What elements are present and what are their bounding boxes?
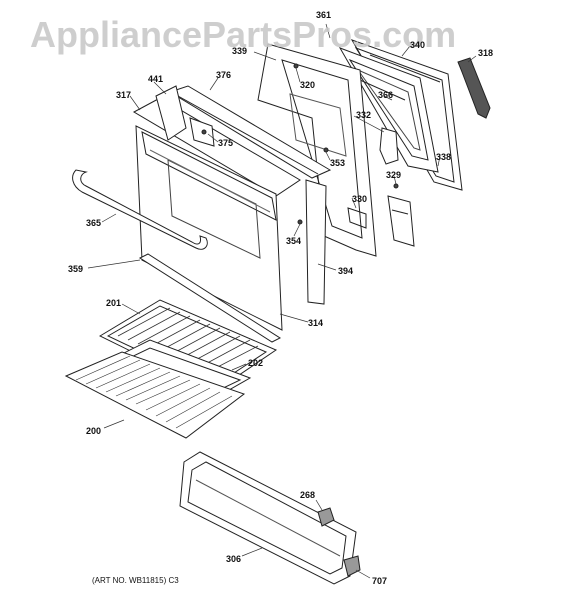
callout-320: 320 (300, 80, 316, 90)
bottom-trim (138, 253, 282, 343)
oven-rack (64, 351, 246, 439)
callout-340: 340 (410, 40, 426, 50)
door-hinge-area (387, 195, 415, 247)
broiler-grid (98, 299, 278, 393)
drawer-bracket (343, 555, 361, 577)
callout-361: 361 (316, 10, 332, 20)
door-bracket (379, 127, 399, 165)
door-glass-frame (338, 47, 439, 173)
outer-door-panel (135, 125, 283, 331)
door-side-channel (305, 179, 327, 305)
callout-306: 306 (226, 554, 242, 564)
door-handle (72, 169, 208, 250)
door-gasket (457, 57, 491, 119)
art-number: (ART NO. WB11815) C3 (92, 576, 179, 585)
callout-353: 353 (330, 158, 346, 168)
callout-441: 441 (148, 74, 164, 84)
callout-200: 200 (86, 426, 102, 436)
callout-366: 366 (378, 90, 394, 100)
door-top-channel (168, 85, 332, 179)
callout-354: 354 (286, 236, 302, 246)
callout-338: 338 (436, 152, 452, 162)
callout-329: 329 (386, 170, 402, 180)
callout-202: 202 (248, 358, 264, 368)
callout-376: 376 (216, 70, 232, 80)
callout-318: 318 (478, 48, 494, 58)
watermark-text: AppliancePartsPros.com (30, 14, 457, 55)
callout-268: 268 (300, 490, 316, 500)
callout-330: 330 (352, 194, 368, 204)
drawer-clip (317, 507, 335, 527)
drawer-panel (179, 451, 357, 585)
callout-201: 201 (106, 298, 122, 308)
callout-314: 314 (308, 318, 324, 328)
screws (201, 63, 399, 225)
leader-lines (87, 23, 477, 579)
callout-707: 707 (372, 576, 388, 586)
callout-375: 375 (218, 138, 234, 148)
callout-332: 332 (356, 110, 372, 120)
callout-394: 394 (338, 266, 354, 276)
callout-365: 365 (86, 218, 102, 228)
callout-339: 339 (232, 46, 248, 56)
callout-317: 317 (116, 90, 132, 100)
door-frame (132, 85, 301, 197)
callout-359: 359 (68, 264, 84, 274)
